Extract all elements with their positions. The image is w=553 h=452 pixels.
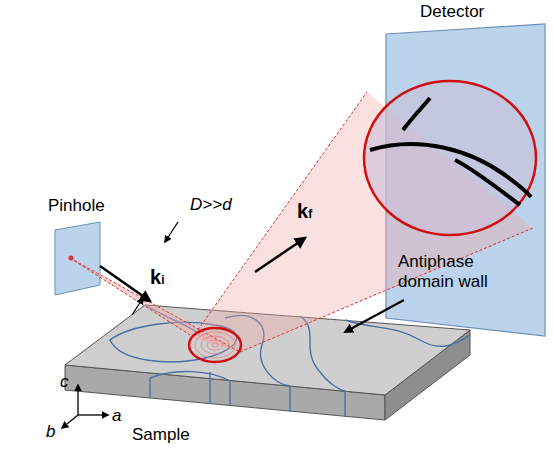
label-node: Sample <box>132 425 212 445</box>
axis-label: c <box>60 372 69 392</box>
node-title: Pinhole <box>48 196 118 216</box>
wavevector-label: kf <box>297 200 312 223</box>
node-title: Detector <box>420 2 530 22</box>
label-node: Detector <box>420 2 530 22</box>
part-label: Antiphase domain wall <box>398 252 488 291</box>
ki-arrow <box>100 266 150 301</box>
beam-width-arrow <box>132 298 143 315</box>
node-title: Sample <box>132 425 212 445</box>
dimension-label: D>>d <box>190 195 232 215</box>
beam-spot-rings <box>195 332 235 358</box>
diffraction-streaks <box>370 98 531 205</box>
pinhole-aperture <box>69 256 74 261</box>
kf-arrow <box>255 238 305 272</box>
label-node: Pinhole <box>48 196 118 216</box>
speckle-pattern-area <box>364 81 536 235</box>
axes <box>62 385 108 428</box>
axis-label: b <box>46 422 55 442</box>
wavevector-label: ki <box>150 266 164 289</box>
beam-width-arrow <box>165 222 178 242</box>
pinhole-plate <box>55 222 100 295</box>
incident-beam <box>70 258 240 352</box>
beam-spot <box>189 328 241 362</box>
leader-arrow <box>345 300 404 332</box>
axis-label: a <box>112 406 121 426</box>
